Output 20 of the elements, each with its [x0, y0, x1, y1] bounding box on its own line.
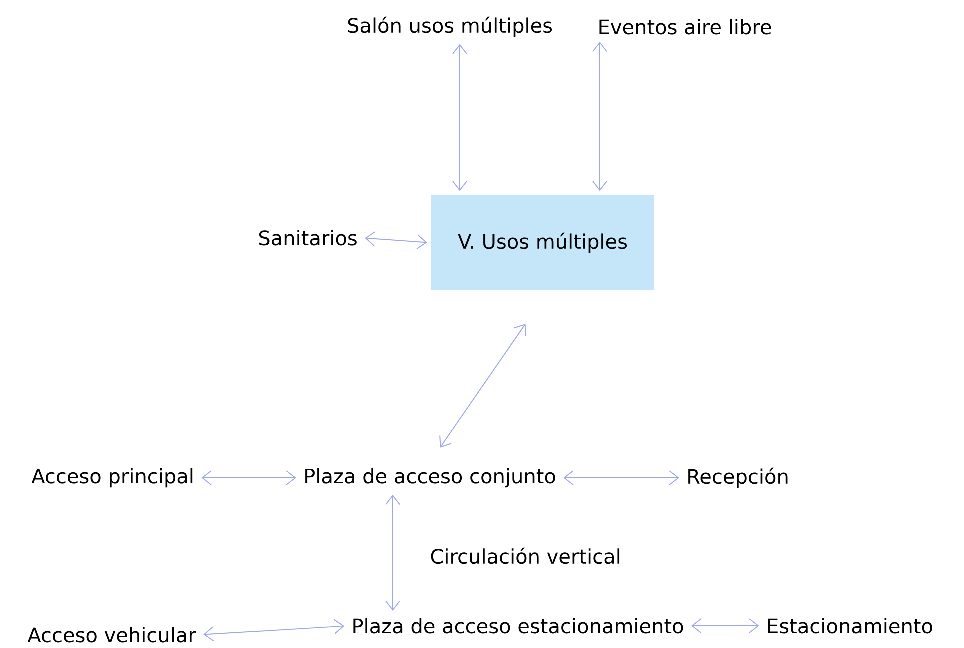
arrow: [452, 44, 468, 192]
node-label: Sanitarios: [259, 230, 357, 246]
process-box: V. Usos múltiples: [432, 196, 654, 290]
arrow: [386, 494, 400, 612]
node-label: Acceso principal: [32, 468, 193, 488]
arrow: [691, 618, 760, 634]
arrow: [204, 619, 345, 642]
node-label: Eventos aire libre: [600, 19, 772, 35]
arrow: [564, 470, 680, 486]
node-label: Plaza de acceso conjunto: [306, 468, 556, 488]
node-label: Plaza de acceso estacionamiento: [354, 618, 684, 634]
node-label: Estacionamiento: [768, 618, 932, 634]
edge-label: Circulación vertical: [431, 548, 620, 564]
node-label: Salón usos múltiples: [348, 16, 552, 38]
arrow: [202, 470, 296, 486]
arrow: [440, 324, 526, 448]
arrow: [592, 42, 608, 192]
node-label: Acceso vehicular: [28, 627, 196, 643]
node-label: Recepción: [688, 468, 788, 488]
arrow: [365, 232, 428, 250]
